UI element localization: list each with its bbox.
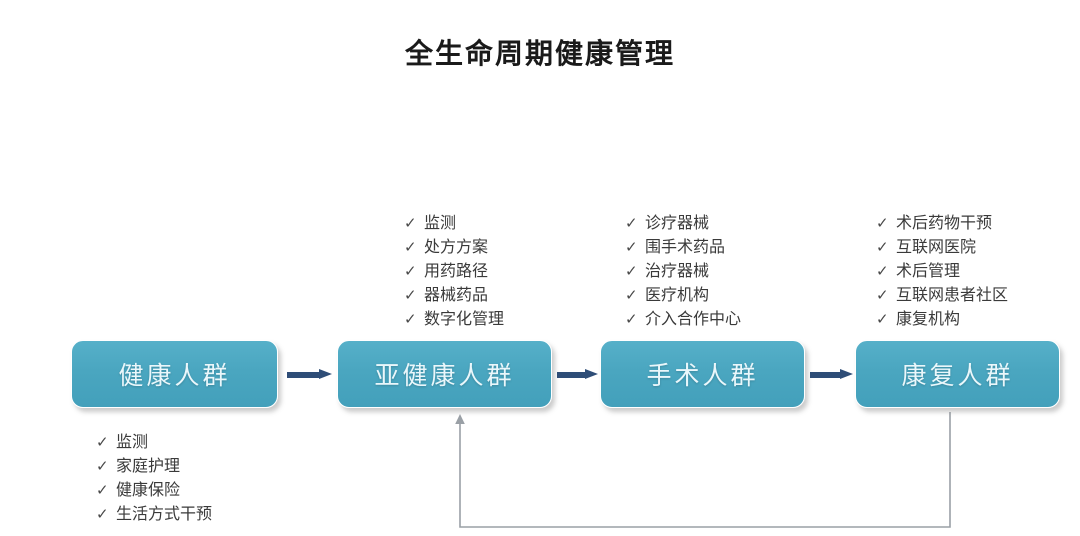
list-item: ✓ 术后药物干预 [876,211,1008,235]
flow-arrow-sub-healthy-to-surgical [557,369,598,380]
arrow-head-icon [840,369,853,379]
flow-arrow-healthy-to-sub-healthy [287,369,332,380]
check-icon: ✓ [625,214,638,232]
list-item: ✓ 诊疗器械 [625,211,741,235]
check-icon: ✓ [404,238,417,256]
stage-label-sub-healthy: 亚健康人群 [374,361,515,390]
list-item: ✓ 健康保险 [96,478,212,502]
page-title: 全生命周期健康管理 [404,37,675,70]
check-icon: ✓ [96,481,109,499]
stage-label-healthy: 健康人群 [118,361,231,390]
feedback-loop-path [459,412,951,528]
list-item: ✓ 监测 [96,430,212,454]
list-item: ✓ 处方方案 [404,235,504,259]
check-icon: ✓ [876,310,889,328]
list-item: ✓ 互联网患者社区 [876,283,1008,307]
check-icon: ✓ [876,238,889,256]
list-item: ✓ 数字化管理 [404,307,504,331]
list-item: ✓ 术后管理 [876,259,1008,283]
list-item: ✓ 器械药品 [404,283,504,307]
list-item-label: 互联网患者社区 [896,285,1009,304]
feedback-loop-arrowhead [455,414,465,424]
list-item-label: 医疗机构 [645,285,710,304]
list-item-label: 术后药物干预 [896,213,993,232]
stage-label-recovery: 康复人群 [901,361,1014,390]
list-item-label: 健康保险 [116,480,181,499]
list-item: ✓ 监测 [404,211,504,235]
list-item-label: 生活方式干预 [116,504,213,523]
flow-arrow-surgical-to-recovery [810,369,853,380]
service-list-recovery: ✓ 术后药物干预 ✓ 互联网医院 ✓ 术后管理 ✓ 互联网患者社区 ✓ 康复机构 [876,211,1008,331]
list-item: ✓ 介入合作中心 [625,307,741,331]
stage-box-sub-healthy[interactable]: 亚健康人群 [337,340,552,408]
list-item: ✓ 用药路径 [404,259,504,283]
list-item-label: 监测 [424,213,457,232]
list-item-label: 互联网医院 [896,237,977,256]
check-icon: ✓ [876,214,889,232]
service-list-surgical: ✓ 诊疗器械 ✓ 围手术药品 ✓ 治疗器械 ✓ 医疗机构 ✓ 介入合作中心 [625,211,741,331]
arrow-head-icon [319,369,332,379]
check-icon: ✓ [625,286,638,304]
list-item: ✓ 康复机构 [876,307,1008,331]
stage-box-surgical[interactable]: 手术人群 [600,340,805,408]
service-list-healthy: ✓ 监测 ✓ 家庭护理 ✓ 健康保险 ✓ 生活方式干预 [96,430,212,526]
list-item-label: 家庭护理 [116,456,181,475]
list-item-label: 术后管理 [896,261,961,280]
list-item-label: 处方方案 [424,237,489,256]
check-icon: ✓ [625,238,638,256]
list-item-label: 监测 [116,432,149,451]
stage-label-surgical: 手术人群 [646,361,759,390]
arrow-head-icon [585,369,598,379]
list-item-label: 诊疗器械 [645,213,710,232]
check-icon: ✓ [404,262,417,280]
list-item: ✓ 生活方式干预 [96,502,212,526]
stage-box-recovery[interactable]: 康复人群 [855,340,1060,408]
list-item-label: 治疗器械 [645,261,710,280]
check-icon: ✓ [96,505,109,523]
arrow-shaft [557,372,586,378]
check-icon: ✓ [625,262,638,280]
check-icon: ✓ [876,262,889,280]
check-icon: ✓ [404,286,417,304]
arrow-shaft [810,372,841,378]
arrow-shaft [287,372,320,378]
list-item-label: 器械药品 [424,285,489,304]
list-item: ✓ 医疗机构 [625,283,741,307]
service-list-sub-healthy: ✓ 监测 ✓ 处方方案 ✓ 用药路径 ✓ 器械药品 ✓ 数字化管理 [404,211,504,331]
check-icon: ✓ [96,433,109,451]
list-item-label: 围手术药品 [645,237,726,256]
check-icon: ✓ [404,310,417,328]
list-item-label: 用药路径 [424,261,489,280]
list-item-label: 康复机构 [896,309,961,328]
list-item: ✓ 互联网医院 [876,235,1008,259]
check-icon: ✓ [876,286,889,304]
stage-box-healthy[interactable]: 健康人群 [71,340,278,408]
check-icon: ✓ [625,310,638,328]
list-item-label: 介入合作中心 [645,309,742,328]
list-item: ✓ 治疗器械 [625,259,741,283]
check-icon: ✓ [404,214,417,232]
list-item-label: 数字化管理 [424,309,505,328]
check-icon: ✓ [96,457,109,475]
list-item: ✓ 围手术药品 [625,235,741,259]
list-item: ✓ 家庭护理 [96,454,212,478]
